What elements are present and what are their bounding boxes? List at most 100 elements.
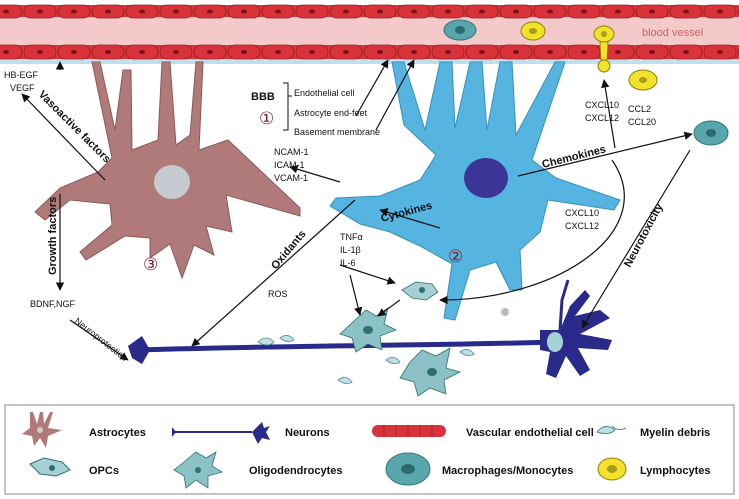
chemokine-cxcl10-low: CXCL10: [565, 208, 599, 218]
endothelial-nucleus: [547, 50, 553, 54]
oligodendrocyte-2: [399, 347, 462, 397]
endothelial-nucleus: [241, 50, 247, 54]
legend-vascular-icon: [372, 425, 446, 437]
macrophage-in-vessel: [443, 19, 477, 41]
endothelial-nucleus: [683, 50, 689, 54]
endothelial-nucleus: [547, 9, 553, 14]
endothelial-nucleus: [649, 9, 655, 14]
endothelial-nucleus: [377, 50, 383, 54]
endothelial-nucleus: [343, 50, 349, 54]
blood-vessel: blood vessel: [0, 4, 739, 64]
oxidants-label: Oxidants: [269, 228, 308, 272]
bbb-endfeet: Astrocyte end-feet: [294, 108, 368, 118]
endothelial-nucleus: [649, 50, 655, 54]
endothelial-nucleus: [37, 9, 43, 14]
endothelial-nucleus: [173, 9, 179, 14]
legend-myelin-icon: [596, 425, 627, 435]
endothelial-nucleus: [105, 9, 111, 14]
endothelial-cell: [0, 44, 23, 60]
astrocyte-left: [34, 61, 301, 280]
endothelial-nucleus: [717, 50, 723, 54]
legend-opcs: OPCs: [89, 465, 119, 477]
endothelial-nucleus: [411, 9, 417, 14]
growth-factors-label: Growth factors: [47, 197, 59, 275]
neuroprotection-label: Neuroprotection: [73, 316, 130, 363]
endothelial-nucleus: [615, 9, 621, 14]
endothelial-cell: [0, 4, 23, 19]
legend-oligodendrocyte-icon: [173, 451, 223, 489]
lymphocyte-extravasated: [628, 69, 658, 91]
endothelial-nucleus: [3, 50, 9, 54]
arrows: [21, 59, 693, 361]
chemokine-ccl20: CCL20: [628, 117, 656, 127]
chemokine-cxcl10-top: CXCL10: [585, 100, 619, 110]
endothelial-nucleus: [275, 50, 281, 54]
macrophage-extravasated: [693, 120, 729, 146]
endothelial-nucleus: [207, 50, 213, 54]
lymphocyte-in-vessel: [520, 21, 615, 73]
endothelial-nucleus: [275, 9, 281, 14]
legend-oligodendrocytes: Oligodendrocytes: [249, 465, 343, 477]
endothelial-nucleus: [513, 9, 519, 14]
blood-vessel-label: blood vessel: [642, 27, 703, 39]
legend-myelin: Myelin debris: [640, 427, 710, 439]
legend-macrophages: Macrophages/Monocytes: [442, 465, 573, 477]
legend-lymphocyte-icon: [597, 457, 627, 481]
bbb-basement: Basement membrane: [294, 127, 380, 137]
chemokine-cxcl12-low: CXCL12: [565, 221, 599, 231]
cytokine-il6: IL-6: [340, 258, 356, 268]
legend-neurons: Neurons: [285, 427, 330, 439]
adhesion-vcam: VCAM-1: [274, 173, 308, 183]
bbb-endothelial: Endothelial cell: [294, 88, 355, 98]
endothelial-nucleus: [581, 50, 587, 54]
vegf-label: VEGF: [10, 83, 35, 93]
cytokine-il1b: IL-1β: [340, 245, 361, 255]
hbegf-label: HB-EGF: [4, 70, 39, 80]
number-one: ①: [259, 109, 274, 129]
endothelial-nucleus: [445, 50, 451, 54]
legend-astrocyte-icon: [22, 412, 62, 448]
chemokines-label: Chemokines: [541, 143, 607, 170]
ros-label: ROS: [268, 289, 288, 299]
endothelial-nucleus: [105, 50, 111, 54]
adhesion-icam: ICAM-1: [274, 160, 305, 170]
endothelial-nucleus: [479, 50, 485, 54]
endothelial-nucleus: [37, 50, 43, 54]
endothelial-nucleus: [71, 50, 77, 54]
neurotoxicity-label: Neurotoxicity: [622, 201, 666, 269]
number-two: ②: [448, 247, 463, 267]
chemokine-ccl2: CCL2: [628, 104, 651, 114]
legend-lymphocytes: Lymphocytes: [640, 465, 711, 477]
endothelial-nucleus: [717, 9, 723, 14]
endothelial-nucleus: [581, 9, 587, 14]
astrocyte-bbb: [329, 61, 621, 321]
legend-astrocytes: Astrocytes: [89, 427, 146, 439]
number-three: ③: [143, 255, 158, 275]
endothelial-nucleus: [207, 9, 213, 14]
legend-neuron-icon: [172, 422, 270, 444]
endothelial-nucleus: [71, 9, 77, 14]
endothelial-nucleus: [309, 50, 315, 54]
chemokine-cxcl12-top: CXCL12: [585, 113, 619, 123]
endothelial-nucleus: [445, 9, 451, 14]
endothelial-nucleus: [343, 9, 349, 14]
endothelial-nucleus: [615, 50, 621, 54]
endothelial-nucleus: [139, 9, 145, 14]
endothelial-nucleus: [513, 50, 519, 54]
endothelial-nucleus: [683, 9, 689, 14]
endothelial-nucleus: [479, 9, 485, 14]
endothelial-nucleus: [3, 9, 9, 14]
endothelial-nucleus: [377, 9, 383, 14]
cytokine-tnfa: TNFα: [340, 232, 363, 242]
legend-macrophage-icon: [385, 452, 431, 486]
endothelial-nucleus: [139, 50, 145, 54]
bbb-title: BBB: [251, 91, 275, 103]
bdnf-label: BDNF,NGF: [30, 299, 76, 309]
endothelial-nucleus: [241, 9, 247, 14]
legend-vascular: Vascular endothelial cell: [466, 427, 594, 439]
endothelial-nucleus: [309, 9, 315, 14]
adhesion-ncam: NCAM-1: [274, 147, 309, 157]
endothelial-nucleus: [173, 50, 179, 54]
myelin-debris: [257, 308, 509, 384]
